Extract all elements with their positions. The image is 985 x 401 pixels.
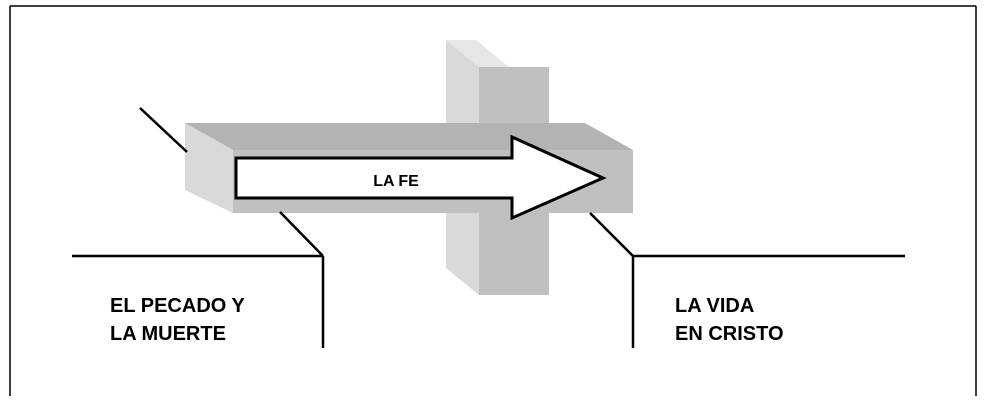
diagram-frame — [9, 5, 977, 396]
right-label-line-1: LA VIDA — [675, 295, 754, 317]
left-label: EL PECADO Y LA MUERTE — [110, 295, 246, 345]
bottom-left-diagonal — [279, 211, 324, 257]
bottom-right-diagonal — [589, 212, 634, 257]
left-label-line-1: EL PECADO Y — [110, 295, 246, 317]
connector-lines — [139, 107, 634, 257]
top-left-diagonal — [139, 107, 188, 153]
right-label-line-2: EN CRISTO — [675, 323, 784, 345]
left-label-line-2: LA MUERTE — [110, 323, 226, 345]
label-brackets — [72, 254, 905, 348]
faith-arrow — [234, 134, 607, 221]
right-label: LA VIDA EN CRISTO — [675, 295, 784, 345]
arrow-label: LA FE — [373, 173, 419, 190]
